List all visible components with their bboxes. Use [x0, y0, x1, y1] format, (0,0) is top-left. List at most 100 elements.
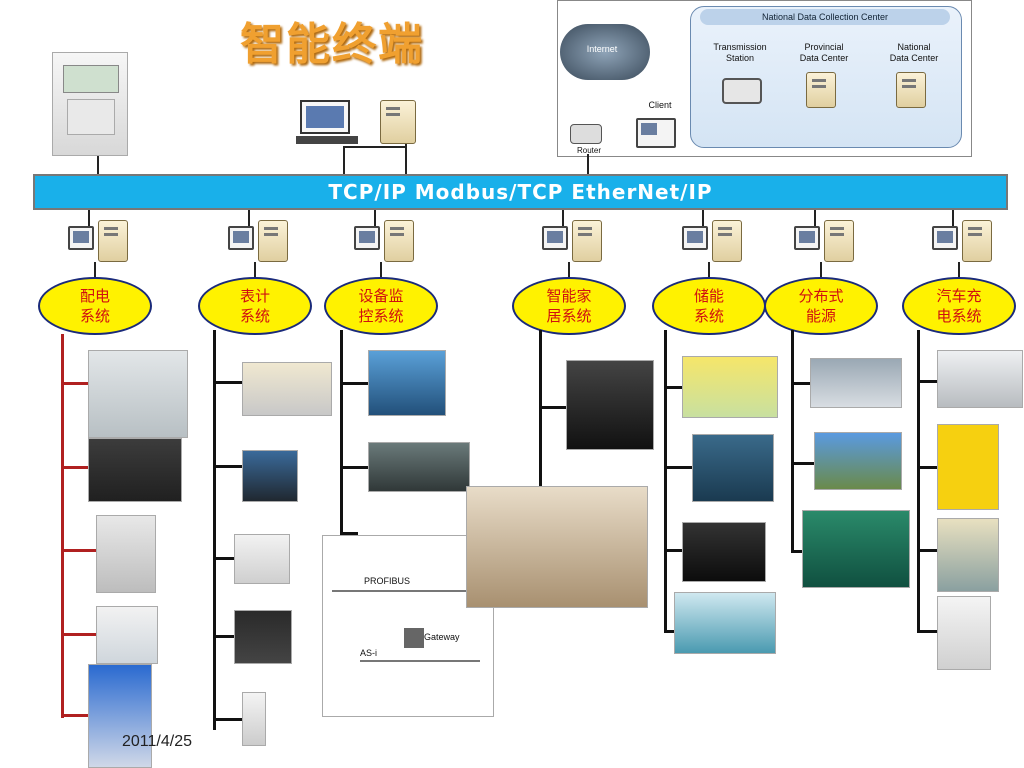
provincial-server-icon — [806, 72, 836, 108]
server-icon — [98, 220, 128, 262]
branch — [340, 382, 370, 385]
branch — [664, 466, 694, 469]
branch — [61, 549, 97, 552]
subsystem-oval: 汽车充 电系统 — [902, 277, 1016, 335]
monitor-icon — [354, 226, 380, 250]
battery-image — [682, 522, 766, 582]
provincial-label: Provincial Data Center — [799, 42, 849, 63]
client-label: Client — [648, 100, 672, 110]
branch — [213, 718, 243, 721]
branch — [61, 382, 91, 385]
terminal-connector — [814, 210, 816, 230]
home-touchscreen-image — [566, 360, 654, 450]
circuit-breaker-image — [88, 438, 182, 502]
subsystem-label: 智能家 居系统 — [546, 287, 592, 325]
subsystem-oval: 分布式 能源 — [764, 277, 878, 335]
branch — [61, 466, 91, 469]
national-label: National Data Center — [889, 42, 939, 63]
meter-line — [213, 330, 216, 730]
branch — [340, 466, 370, 469]
branch — [213, 557, 235, 560]
energy-meter-image — [242, 362, 332, 416]
gateway-icon — [404, 628, 424, 648]
plc-rack-image — [368, 442, 470, 492]
server-icon — [712, 220, 742, 262]
server-icon — [824, 220, 854, 262]
transformer-image — [692, 434, 774, 502]
branch — [664, 630, 676, 633]
terminal-connector — [88, 210, 90, 230]
client-monitor-icon — [636, 118, 676, 148]
controller-image — [88, 664, 152, 768]
fieldbus-diagram — [322, 535, 494, 717]
subsystem-label: 汽车充 电系统 — [936, 287, 982, 325]
server-icon — [572, 220, 602, 262]
subsystem-label: 分布式 能源 — [798, 287, 844, 325]
branch — [917, 380, 939, 383]
inset-connector — [587, 154, 589, 174]
subsystem-oval: 储能 系统 — [652, 277, 766, 335]
transmission-label: Transmission Station — [713, 42, 767, 63]
terminal-connector — [702, 210, 704, 230]
transmission-icon — [722, 78, 762, 104]
branch — [61, 714, 91, 717]
network-bus: TCP/IP Modbus/TCP EtherNet/IP — [33, 174, 1008, 210]
monitor-icon — [932, 226, 958, 250]
branch — [61, 633, 97, 636]
branch — [539, 406, 569, 409]
branch — [213, 465, 243, 468]
charging-socket-image — [937, 596, 991, 670]
storage-line — [664, 330, 667, 632]
subsystem-oval: 智能家 居系统 — [512, 277, 626, 335]
workstation-icon — [296, 100, 358, 146]
branch — [791, 462, 815, 465]
meter-connector — [97, 156, 99, 174]
router-icon — [570, 124, 602, 144]
rail-meter-image — [242, 692, 266, 746]
oval-connector — [820, 262, 822, 280]
branch — [791, 382, 811, 385]
top-connector-down — [343, 146, 345, 174]
branch — [664, 549, 684, 552]
mcb-image — [96, 606, 158, 664]
monitor-icon — [682, 226, 708, 250]
monitor-icon — [228, 226, 254, 250]
solar-roof-image — [814, 432, 902, 490]
server-icon — [258, 220, 288, 262]
home-line — [539, 330, 542, 490]
subsystem-oval: 表计 系统 — [198, 277, 312, 335]
din-meter-image — [234, 534, 290, 584]
branch — [917, 549, 939, 552]
power-analyzer-image — [234, 610, 292, 664]
smart-meter-image — [52, 52, 128, 156]
branch — [664, 386, 684, 389]
monitor-icon — [794, 226, 820, 250]
date-label: 2011/4/25 — [122, 733, 192, 750]
data-center-title: National Data Collection Center — [700, 9, 950, 25]
branch — [213, 635, 235, 638]
oval-connector — [568, 262, 570, 280]
subsystem-label: 设备监 控系统 — [358, 287, 404, 325]
terminal-connector — [562, 210, 564, 230]
router-label: Router — [576, 146, 601, 155]
subsystem-label: 储能 系统 — [693, 287, 724, 325]
asi-line — [360, 660, 480, 662]
solar-storage-image — [682, 356, 778, 418]
energy-line — [791, 330, 794, 552]
oval-connector — [94, 262, 96, 280]
terminal-connector — [952, 210, 954, 230]
wind-farm-image — [810, 358, 902, 408]
server-icon — [384, 220, 414, 262]
ev-car-image — [937, 350, 1023, 408]
top-connector — [343, 146, 407, 148]
server-icon — [962, 220, 992, 262]
national-server-icon — [896, 72, 926, 108]
subsystem-oval: 设备监 控系统 — [324, 277, 438, 335]
profibus-label: PROFIBUS — [364, 576, 411, 586]
generator-image — [802, 510, 910, 588]
asi-label: AS-i — [360, 648, 378, 658]
server-icon — [380, 100, 416, 144]
terminal-connector — [374, 210, 376, 230]
subsystem-label: 配电 系统 — [79, 287, 110, 325]
terminal-connector — [248, 210, 250, 230]
